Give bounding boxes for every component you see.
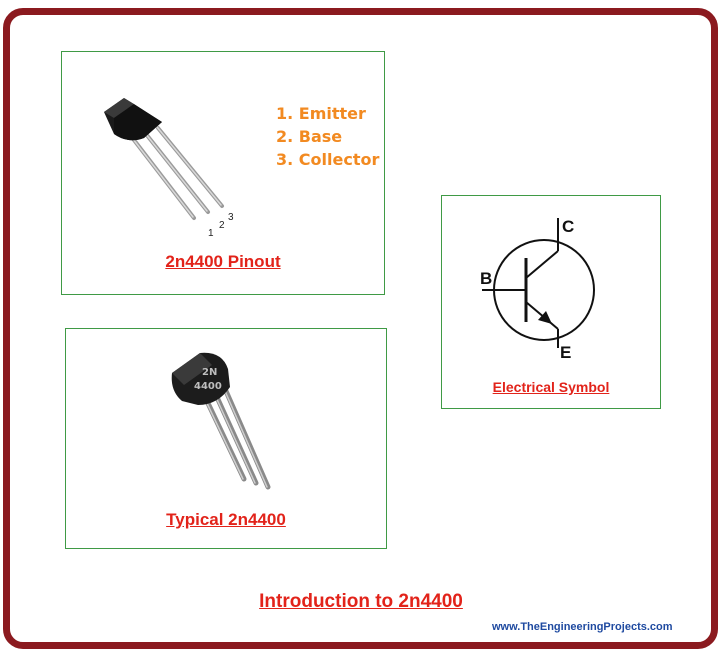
transistor-pinout-image — [104, 98, 224, 220]
page-title: Introduction to 2n4400 — [259, 591, 463, 612]
symbol-caption: Electrical Symbol — [492, 379, 610, 395]
npn-transistor-symbol: C B E — [480, 217, 595, 362]
pinout-panel: 1 2 3 1. Emitter 2. Base 3. Collector 2n… — [61, 51, 385, 295]
typical-lead-3 — [223, 388, 271, 490]
marking-line-2: 4400 — [194, 381, 222, 392]
pinout-caption: 2n4400 Pinout — [165, 252, 281, 271]
pin-collector-label: 3. Collector — [276, 150, 380, 169]
website-url[interactable]: www.TheEngineeringProjects.com — [492, 621, 673, 633]
symbol-panel: C B E Electrical Symbol — [441, 195, 661, 409]
collector-line — [525, 250, 559, 279]
typical-lead-2 — [213, 392, 259, 486]
pin-number-3: 3 — [228, 212, 234, 223]
typical-transistor-image: 2N 4400 — [171, 352, 271, 490]
pin-number-2: 2 — [219, 220, 225, 231]
marking-line-1: 2N — [202, 367, 217, 378]
pin-base-label: 2. Base — [276, 127, 343, 146]
base-label: B — [480, 269, 492, 288]
typical-lead-1 — [203, 396, 247, 482]
emitter-label: E — [560, 343, 571, 362]
pin-emitter-label: 1. Emitter — [276, 104, 366, 123]
emitter-arrow — [538, 311, 552, 324]
pin-number-1: 1 — [208, 228, 214, 239]
pin-list: 1. Emitter 2. Base 3. Collector — [276, 102, 379, 171]
typical-caption: Typical 2n4400 — [166, 510, 286, 529]
typical-panel: 2N 4400 Typical 2n4400 — [65, 328, 387, 549]
collector-label: C — [562, 217, 574, 236]
